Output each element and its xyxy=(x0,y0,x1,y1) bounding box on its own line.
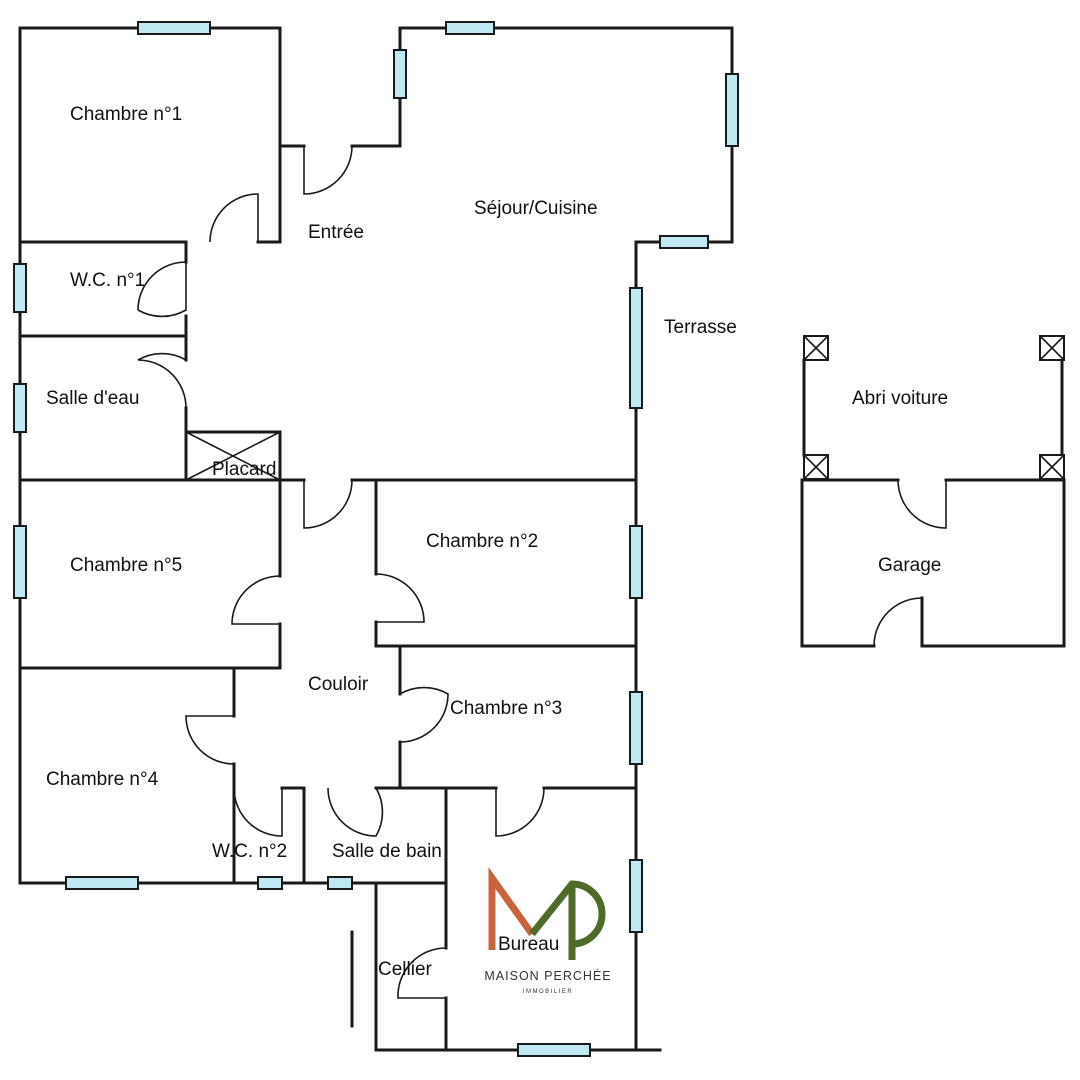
window xyxy=(13,263,27,313)
room-label-couloir: Couloir xyxy=(308,674,369,695)
room-label-placard: Placard xyxy=(212,459,276,480)
maison-perchee-logo: MAISON PERCHÉE IMMOBILIER xyxy=(484,867,611,995)
room-label-wc1: W.C. n°1 xyxy=(70,270,145,291)
room-label-abri: Abri voiture xyxy=(852,388,948,409)
window xyxy=(65,876,139,890)
room-label-salle-eau: Salle d'eau xyxy=(46,388,139,409)
carport-posts xyxy=(803,335,1065,480)
room-labels: Chambre n°1 Entrée Séjour/Cuisine W.C. n… xyxy=(46,104,948,980)
window xyxy=(13,525,27,599)
room-label-bureau: Bureau xyxy=(498,934,559,955)
window xyxy=(327,876,353,890)
post-icon xyxy=(803,454,829,480)
window xyxy=(629,691,643,765)
room-label-entree: Entrée xyxy=(308,222,364,243)
windows xyxy=(13,21,739,1057)
room-label-salle-bain: Salle de bain xyxy=(332,841,442,862)
walls xyxy=(18,26,1066,1052)
doors xyxy=(137,145,947,999)
logo-m-mark xyxy=(488,867,535,950)
logo-tagline: IMMOBILIER xyxy=(523,989,573,995)
room-label-wc2: W.C. n°2 xyxy=(212,841,287,862)
window xyxy=(257,876,283,890)
window xyxy=(517,1043,591,1057)
window xyxy=(629,287,643,409)
room-label-chambre1: Chambre n°1 xyxy=(70,104,182,125)
room-label-chambre2: Chambre n°2 xyxy=(426,531,538,552)
window xyxy=(629,525,643,599)
placard-symbol xyxy=(185,431,281,481)
logo-name: MAISON PERCHÉE xyxy=(484,968,611,983)
room-label-sejour: Séjour/Cuisine xyxy=(474,198,598,219)
post-icon xyxy=(803,335,829,361)
window xyxy=(629,859,643,933)
window xyxy=(659,235,709,249)
room-label-cellier: Cellier xyxy=(378,959,433,980)
room-label-chambre4: Chambre n°4 xyxy=(46,769,159,790)
window xyxy=(393,49,407,99)
post-icon xyxy=(1039,454,1065,480)
logo-p-mark xyxy=(529,880,606,960)
room-label-chambre3: Chambre n°3 xyxy=(450,698,562,719)
room-label-terrasse: Terrasse xyxy=(664,317,737,338)
window xyxy=(13,383,27,433)
window xyxy=(445,21,495,35)
room-label-garage: Garage xyxy=(878,555,941,576)
window xyxy=(725,73,739,147)
window xyxy=(137,21,211,35)
room-label-chambre5: Chambre n°5 xyxy=(70,555,182,576)
post-icon xyxy=(1039,335,1065,361)
